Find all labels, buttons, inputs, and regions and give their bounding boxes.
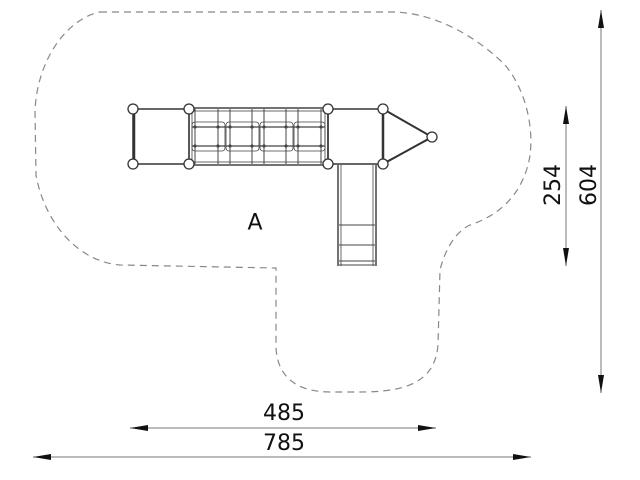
post (322, 158, 334, 170)
right-platform (327, 108, 385, 165)
posts (127, 103, 438, 170)
dimension-label-width-inner: 485 (263, 401, 305, 426)
zone-label: A (247, 210, 263, 236)
post (183, 158, 195, 170)
triangular-end (382, 108, 433, 165)
post (183, 103, 195, 115)
dimension-width-inner (130, 425, 436, 431)
dimension-height-inner (563, 106, 569, 266)
net-bridge (188, 107, 329, 166)
dimension-label-height-inner: 254 (541, 164, 566, 206)
dimension-label-height-outer: 604 (577, 164, 602, 206)
post (322, 103, 334, 115)
dimension-height-outer (598, 10, 604, 393)
post (127, 158, 139, 170)
post (377, 103, 389, 115)
safety-zone-outline (34, 11, 532, 393)
dimension-label-width-outer: 785 (263, 431, 305, 456)
slide (337, 165, 377, 266)
post (127, 103, 139, 115)
post (426, 131, 438, 143)
left-platform (132, 108, 190, 165)
dimension-width-outer (33, 454, 531, 460)
post (377, 158, 389, 170)
